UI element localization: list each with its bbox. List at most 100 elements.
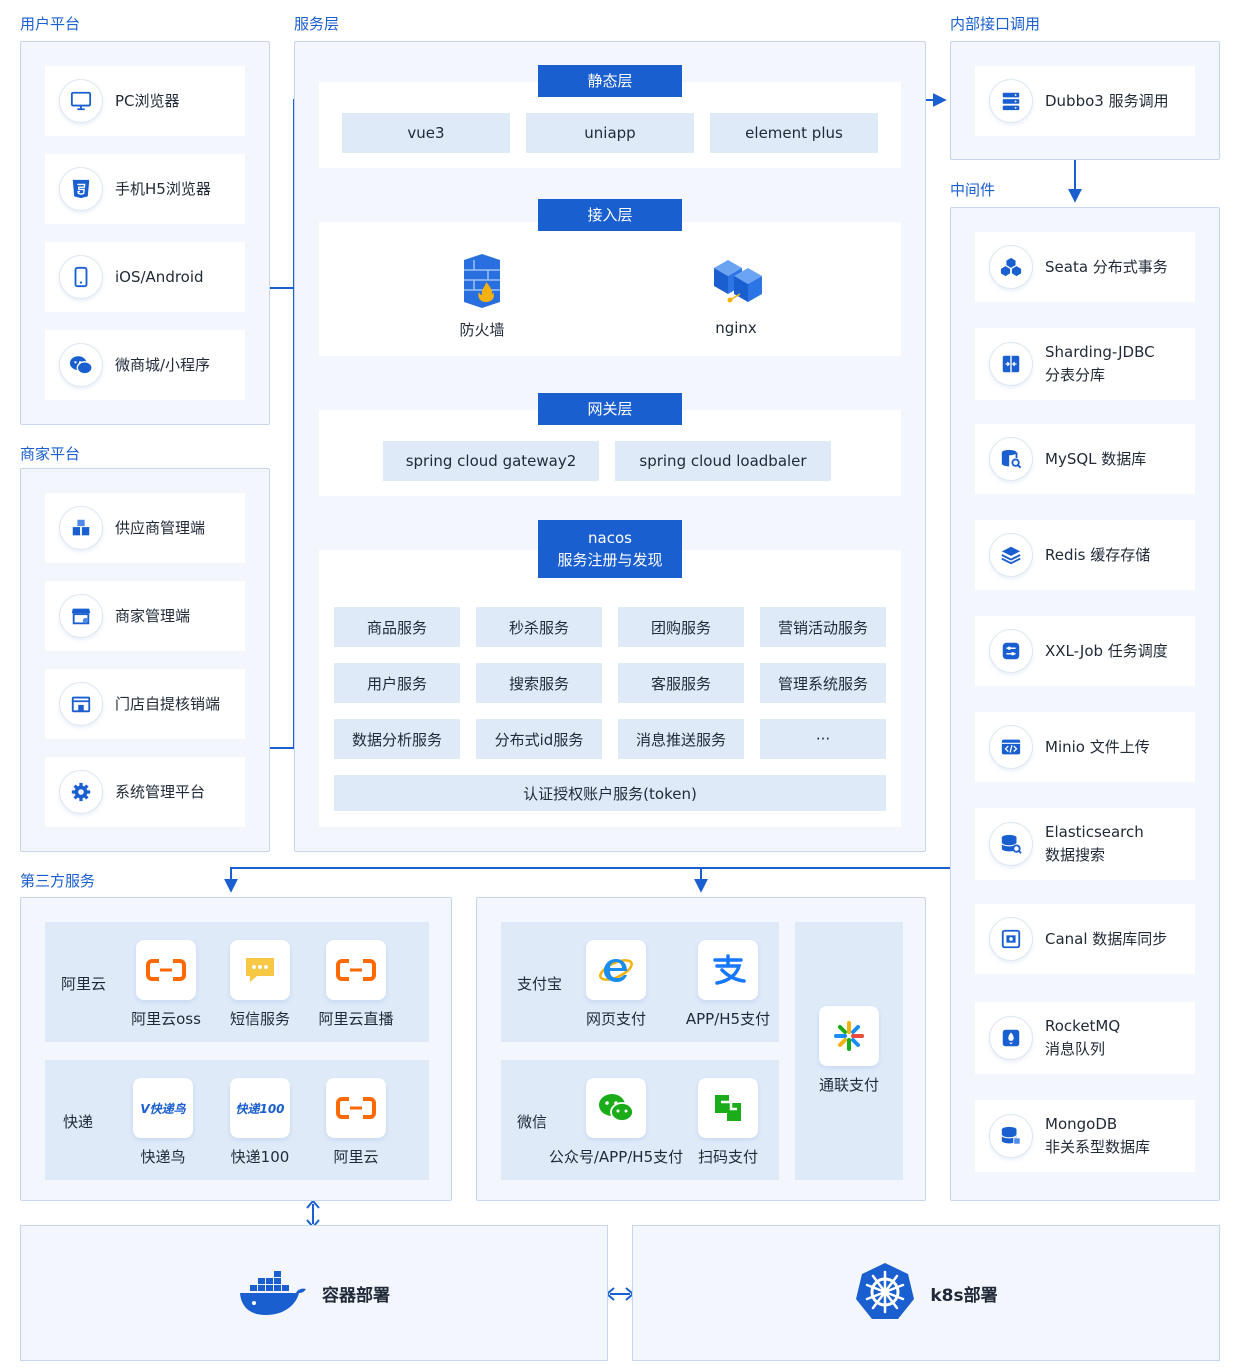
service-chip: 团购服务	[618, 607, 744, 647]
middleware-card-minio[interactable]: Minio 文件上传	[975, 712, 1195, 782]
wechat-label: 微信	[517, 1113, 548, 1131]
aliyun-logistics-icon[interactable]	[326, 1078, 386, 1138]
firewall-label: 防火墙	[459, 321, 505, 339]
rocket-icon	[989, 1016, 1033, 1060]
static-layer-tag: 静态层	[538, 65, 682, 97]
merchant-card-merchant[interactable]: 商家管理端	[45, 581, 245, 651]
middleware-card-canal[interactable]: Canal 数据库同步	[975, 904, 1195, 974]
sms-icon[interactable]	[230, 940, 290, 1000]
third-party-title: 第三方服务	[20, 872, 96, 890]
auth-service-chip: 认证授权账户服务(token)	[334, 775, 886, 811]
database-search-icon	[989, 437, 1033, 481]
sliders-icon	[989, 629, 1033, 673]
access-layer-tag: 接入层	[538, 199, 682, 231]
html5-icon	[59, 167, 103, 211]
merchant-card-pickup[interactable]: 门店自提核销端	[45, 669, 245, 739]
aliyun-item-label: 阿里云oss	[131, 1010, 201, 1028]
service-chip: 商品服务	[334, 607, 460, 647]
service-chip: 客服服务	[618, 663, 744, 703]
shop-icon	[59, 682, 103, 726]
service-chip-more: ···	[760, 719, 886, 759]
kuaidi100-logo-text: 快递100	[235, 1101, 285, 1116]
merchant-card-system[interactable]: 系统管理平台	[45, 757, 245, 827]
alipay-icon[interactable]	[698, 940, 758, 1000]
nacos-tag: nacos 服务注册与发现	[538, 520, 682, 578]
middleware-label: Canal 数据库同步	[1045, 929, 1168, 948]
database-icon	[989, 1114, 1033, 1158]
user-card-miniapp[interactable]: 微商城/小程序	[45, 330, 245, 400]
service-layer-title: 服务层	[294, 15, 340, 33]
service-chip: 管理系统服务	[760, 663, 886, 703]
k8s-deploy-panel: k8s部署	[632, 1225, 1220, 1361]
docker-deploy-label: 容器部署	[322, 1285, 390, 1306]
aliyun-live-icon[interactable]	[326, 940, 386, 1000]
middleware-card-xxljob[interactable]: XXL-Job 任务调度	[975, 616, 1195, 686]
kdniao-logo-icon[interactable]: V快递鸟	[133, 1078, 193, 1138]
alipay-item-label: APP/H5支付	[685, 1010, 771, 1028]
gear-icon	[59, 770, 103, 814]
user-card-h5[interactable]: 手机H5浏览器	[45, 154, 245, 224]
user-card-ios-android[interactable]: iOS/Android	[45, 242, 245, 312]
express-item-label: 阿里云	[333, 1148, 379, 1166]
k8s-deploy-label: k8s部署	[930, 1285, 998, 1306]
dubbo-label: Dubbo3 服务调用	[1045, 91, 1169, 110]
merchant-card-supplier[interactable]: 供应商管理端	[45, 493, 245, 563]
service-chip: 消息推送服务	[618, 719, 744, 759]
code-window-icon	[989, 725, 1033, 769]
split-table-icon	[989, 342, 1033, 386]
service-chip: 数据分析服务	[334, 719, 460, 759]
middleware-label: XXL-Job 任务调度	[1045, 641, 1168, 660]
wechat-item-label: 公众号/APP/H5支付	[548, 1148, 684, 1166]
express-item-label: 快递100	[230, 1148, 290, 1166]
database-search-icon	[989, 822, 1033, 866]
dubbo-card[interactable]: Dubbo3 服务调用	[975, 66, 1195, 136]
aliyun-label: 阿里云	[61, 975, 107, 993]
merchant-card-label: 供应商管理端	[115, 518, 206, 537]
server-rack-icon	[989, 79, 1033, 123]
gateway-layer-tag: 网关层	[538, 393, 682, 425]
internal-call-panel: Dubbo3 服务调用	[950, 41, 1220, 160]
middleware-title: 中间件	[950, 181, 996, 199]
allinpay-icon[interactable]	[819, 1006, 879, 1066]
middleware-label: MySQL 数据库	[1045, 449, 1147, 468]
gateway-chip: spring cloud gateway2	[383, 441, 599, 481]
docker-deploy-panel: 容器部署	[20, 1225, 608, 1361]
unionpay-label: 通联支付	[818, 1076, 879, 1094]
user-card-label: 手机H5浏览器	[115, 179, 211, 198]
service-chip: 用户服务	[334, 663, 460, 703]
express-label: 快递	[63, 1113, 94, 1131]
middleware-card-mysql[interactable]: MySQL 数据库	[975, 424, 1195, 494]
static-chip: element plus	[710, 113, 878, 153]
alipay-item-label: 网页支付	[585, 1010, 646, 1028]
docker-whale-icon	[238, 1265, 308, 1321]
wechat-pay-icon[interactable]	[586, 1078, 646, 1138]
middleware-card-redis[interactable]: Redis 缓存存储	[975, 520, 1195, 590]
store-icon	[59, 594, 103, 638]
middleware-label: Seata 分布式事务	[1045, 257, 1168, 276]
middleware-label: Minio 文件上传	[1045, 737, 1150, 756]
wechat-icon	[59, 343, 103, 387]
ie-browser-icon[interactable]	[586, 940, 646, 1000]
user-platform-title: 用户平台	[20, 15, 81, 33]
nacos-tag-line1: nacos	[588, 529, 632, 547]
kuaidi100-logo-icon[interactable]: 快递100	[230, 1078, 290, 1138]
third-party-left-panel: 阿里云 阿里云oss 短信服务 阿里云直播 快递 V快递鸟 快递鸟 快递100 …	[20, 897, 452, 1201]
static-chip: uniapp	[526, 113, 694, 153]
user-card-pc[interactable]: PC浏览器	[45, 66, 245, 136]
monitor-icon	[59, 79, 103, 123]
aliyun-oss-icon[interactable]	[136, 940, 196, 1000]
nginx-label: nginx	[715, 319, 757, 337]
service-chip: 搜索服务	[476, 663, 602, 703]
scan-pay-icon[interactable]	[698, 1078, 758, 1138]
aliyun-item-label: 短信服务	[229, 1010, 290, 1028]
layers-icon	[989, 533, 1033, 577]
merchant-platform-panel: 供应商管理端 商家管理端 门店自提核销端 系统管理平台	[20, 468, 270, 852]
middleware-card-seata[interactable]: Seata 分布式事务	[975, 232, 1195, 302]
